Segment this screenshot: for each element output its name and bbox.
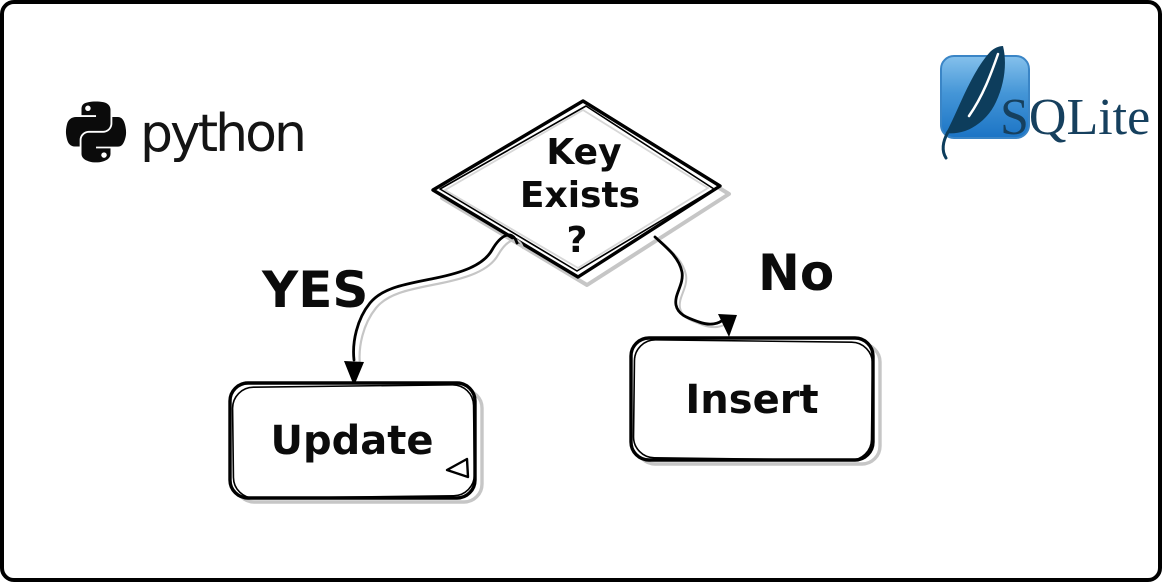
yes-branch: YES [261, 233, 525, 386]
update-node: Update [228, 381, 484, 504]
no-arrow-shadow [658, 239, 729, 329]
decision-diamond: Key Exists ? [431, 99, 731, 287]
decision-label-line3: ? [567, 220, 588, 261]
insert-node-label: Insert [685, 377, 818, 423]
sketch-flourish-arrow-icon [445, 457, 470, 479]
update-box-sketch-line [231, 383, 476, 499]
no-arrowhead-icon [718, 314, 737, 337]
python-logo: python [65, 101, 307, 164]
diamond-inner-gray-line [443, 108, 710, 270]
python-wordmark: python [140, 104, 304, 164]
diamond-sketch-line [439, 105, 715, 272]
yes-arrow-line [352, 233, 519, 362]
diagram-svg: python SQLite Key Exists ? [65, 46, 1150, 504]
no-arrow-line [653, 235, 726, 326]
insert-box-sketch-line [632, 339, 874, 462]
decision-label-line1: Key [546, 132, 621, 173]
sqlite-feather-icon [941, 46, 1005, 160]
python-icon [65, 101, 127, 163]
insert-node: Insert [629, 336, 882, 466]
update-box-outline [228, 381, 477, 500]
yes-arrow-shadow [358, 238, 525, 367]
yes-branch-label: YES [261, 261, 368, 319]
no-branch-label: No [758, 244, 834, 302]
insert-box-outline [629, 336, 875, 462]
sqlite-wordmark: SQLite [1000, 89, 1150, 146]
no-branch: No [653, 235, 834, 337]
update-node-label: Update [271, 418, 434, 464]
sqlite-logo: SQLite [940, 46, 1150, 160]
diamond-outline [431, 99, 722, 279]
yes-arrowhead-icon [344, 361, 364, 386]
decision-label-line2: Exists [520, 175, 640, 216]
